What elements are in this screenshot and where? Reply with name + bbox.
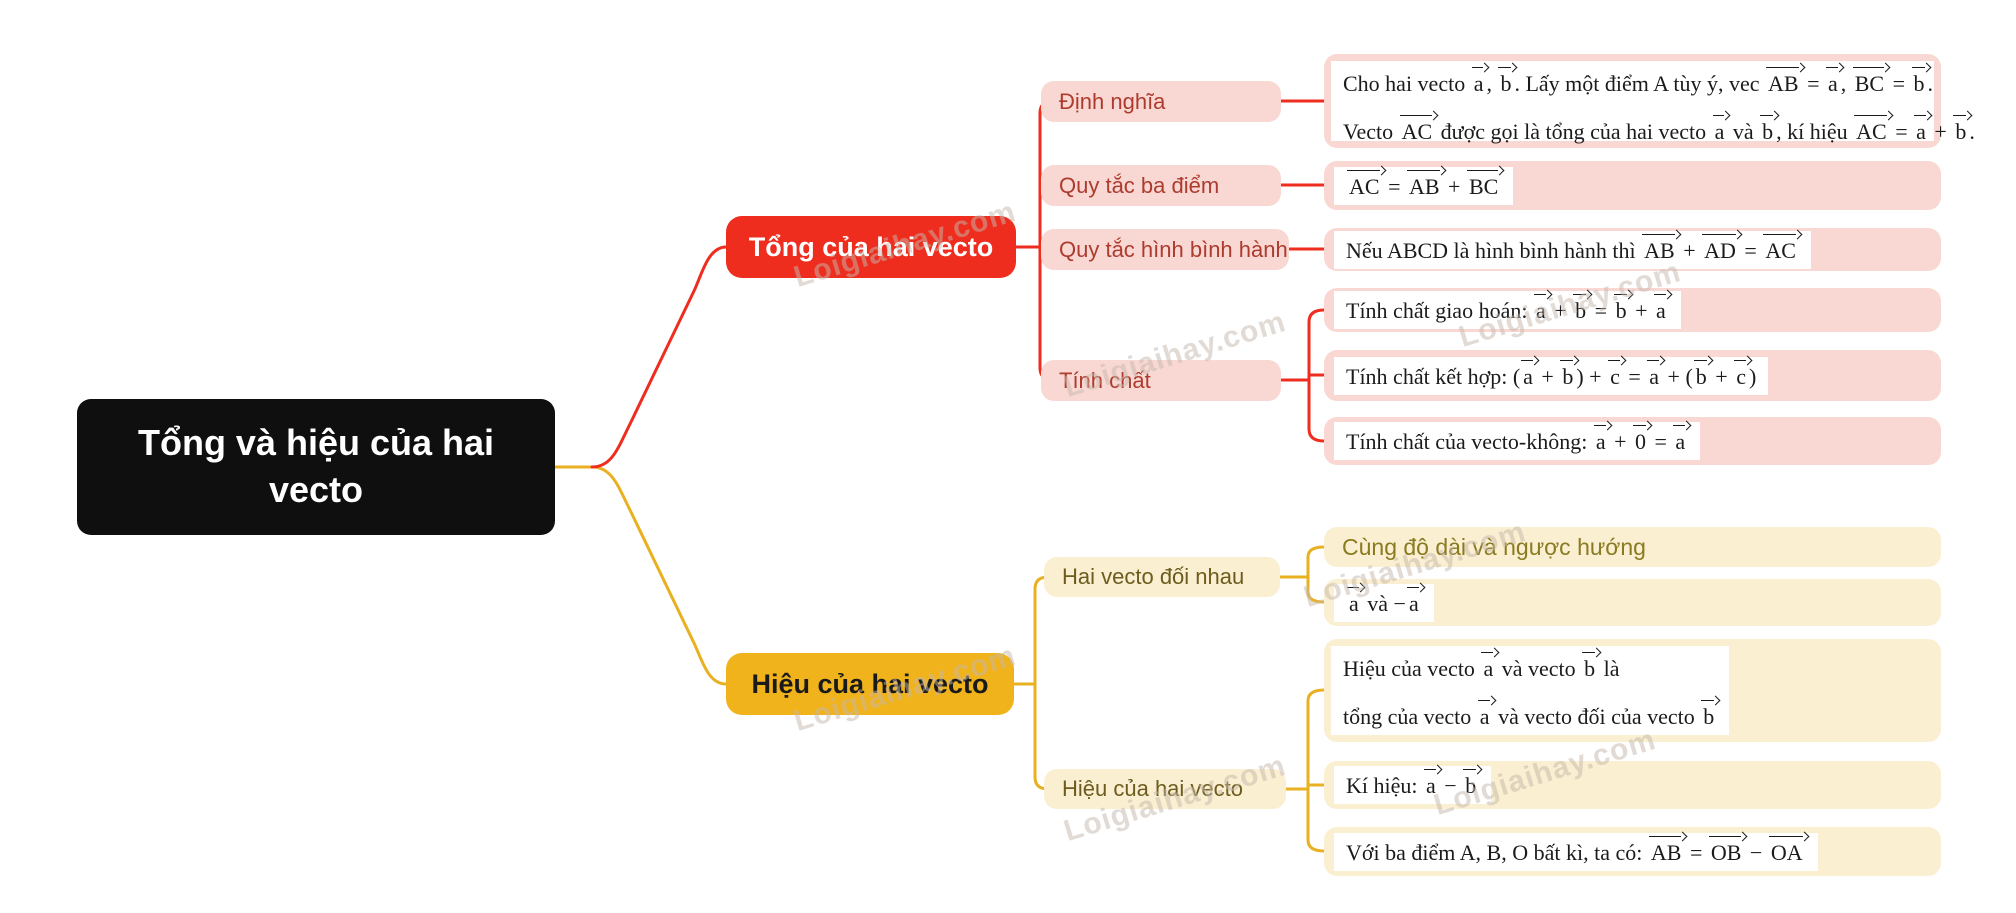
label-difference-text: Hiệu của hai vecto (1062, 776, 1243, 801)
root-node: Tổng và hiệu của hai vecto (77, 399, 555, 535)
label-definition-text: Định nghĩa (1059, 88, 1166, 114)
label-opposite-vectors-text: Hai vecto đối nhau (1062, 564, 1245, 589)
connector-root-to-diff (590, 465, 728, 686)
label-three-points: Quy tắc ba điểm (1041, 165, 1281, 206)
definition-line2: Vecto AC được gọi là tổng của hai vecto … (1343, 115, 1975, 144)
label-properties-text: Tính chất (1059, 367, 1151, 393)
parallelogram-formula: Nếu ABCD là hình bình hành thì AB + AD =… (1334, 230, 1811, 269)
difference-def-line2: tổng của vecto a và vecto đối của vecto … (1343, 700, 1715, 729)
difference-def-line1: Hiệu của vecto a và vecto b là (1343, 652, 1620, 681)
root-title: Tổng và hiệu của hai vecto (137, 422, 495, 510)
associative-formula: Tính chất kết hợp: (a + b) + c = a + (b … (1334, 356, 1769, 395)
opposite-note-text: Cùng độ dài và ngược hướng (1342, 533, 1646, 560)
branch-sum-label: Tổng của hai vecto (748, 231, 994, 262)
definition-line1: Cho hai vecto a, b. Lấy một điểm A tùy ý… (1343, 67, 1934, 96)
opposite-formula: a và −a (1334, 583, 1434, 622)
content-opposite-formula: a và −a (1324, 579, 1941, 626)
label-properties: Tính chất (1041, 360, 1281, 401)
label-parallelogram-text: Quy tắc hình bình hành (1059, 236, 1288, 262)
label-definition: Định nghĩa (1041, 81, 1281, 122)
label-opposite-vectors: Hai vecto đối nhau (1044, 557, 1280, 597)
commutative-formula: Tính chất giao hoán: a + b = b + a (1334, 291, 1681, 329)
content-notation: Kí hiệu: a − b (1324, 761, 1941, 809)
label-parallelogram: Quy tắc hình bình hành (1041, 229, 1289, 270)
content-opposite-note: Cùng độ dài và ngược hướng (1324, 527, 1941, 567)
connector-diff-trunk (1033, 575, 1050, 791)
notation-formula: Kí hiệu: a − b (1334, 766, 1492, 804)
branch-node-diff: Hiệu của hai vecto (726, 653, 1014, 715)
connector-opposite-subtrunk (1306, 545, 1326, 604)
label-three-points-text: Quy tắc ba điểm (1059, 172, 1220, 198)
content-zero-vector: Tính chất của vecto-không: a + 0 = a (1324, 417, 1941, 465)
content-difference-definition: Hiệu của vecto a và vecto b là tổng của … (1324, 639, 1941, 742)
three-point-rule-formula: Với ba điểm A, B, O bất kì, ta có: AB = … (1334, 832, 1818, 871)
connector-difference-subtrunk (1306, 688, 1326, 853)
branch-diff-label: Hiệu của hai vecto (751, 668, 989, 699)
content-commutative: Tính chất giao hoán: a + b = b + a (1324, 288, 1941, 332)
branch-node-sum: Tổng của hai vecto (726, 216, 1016, 278)
connector-root-to-sum (590, 245, 728, 469)
difference-definition-block: Hiệu của vecto a và vecto b là tổng của … (1331, 646, 1730, 735)
content-parallelogram: Nếu ABCD là hình bình hành thì AB + AD =… (1324, 228, 1941, 271)
content-three-point-rule: Với ba điểm A, B, O bất kì, ta có: AB = … (1324, 827, 1941, 876)
definition-formula-block: Cho hai vecto a, b. Lấy một điểm A tùy ý… (1331, 61, 1975, 144)
content-definition: Cho hai vecto a, b. Lấy một điểm A tùy ý… (1324, 54, 1975, 148)
label-difference: Hiệu của hai vecto (1044, 769, 1286, 809)
content-associative: Tính chất kết hợp: (a + b) + c = a + (b … (1324, 350, 1941, 401)
content-three-points: AC = AB + BC (1324, 161, 1941, 210)
zero-vector-formula: Tính chất của vecto-không: a + 0 = a (1334, 422, 1701, 460)
three-points-formula: AC = AB + BC (1334, 166, 1514, 205)
